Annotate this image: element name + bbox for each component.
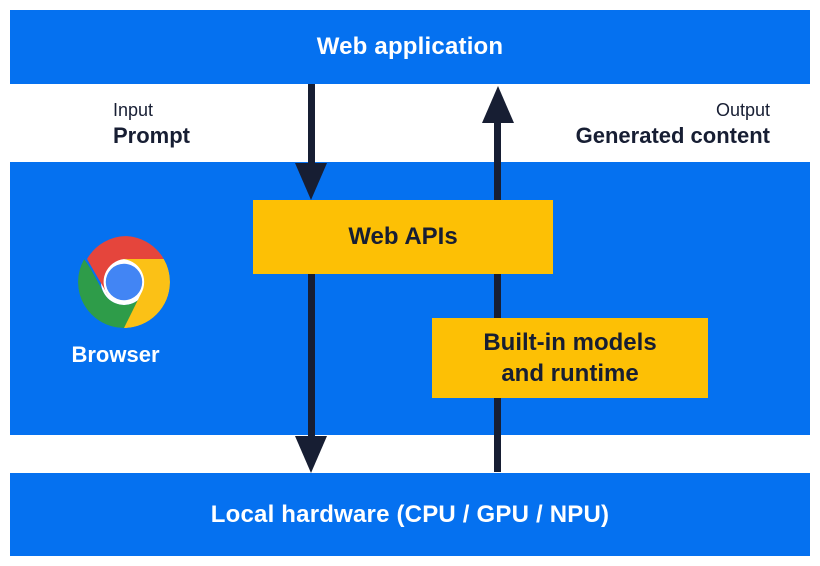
prompt-arrowhead-into-web-apis (295, 163, 327, 200)
input-caption-group: Input Prompt (113, 99, 190, 149)
local-hardware-label: Local hardware (CPU / GPU / NPU) (210, 500, 610, 528)
builtin-models-label-line2: and runtime (501, 360, 639, 387)
local-hardware-band: Local hardware (CPU / GPU / NPU) (10, 473, 810, 556)
web-application-label: Web application (316, 33, 504, 60)
browser-label: Browser (71, 342, 160, 367)
prompt-arrow-line-upper (308, 84, 315, 166)
generated-content-label: Generated content (575, 123, 770, 148)
output-caption-group: Output Generated content (576, 99, 770, 149)
chrome-logo-icon (78, 236, 170, 328)
builtin-models-label-line1: Built-in models (483, 328, 657, 356)
web-application-band: Web application (10, 10, 810, 84)
prompt-arrowhead-into-hardware (295, 436, 327, 473)
generated-content-arrow-line (494, 122, 501, 472)
prompt-arrow-line-lower (308, 274, 315, 437)
web-apis-label: Web APIs (348, 223, 458, 251)
builtin-models-box: Built-in models and runtime (432, 318, 708, 398)
prompt-label: Prompt (113, 123, 190, 148)
generated-content-arrowhead-into-web-application (482, 86, 514, 123)
web-apis-box: Web APIs (253, 200, 553, 274)
output-caption: Output (715, 100, 770, 120)
input-caption: Input (113, 100, 154, 120)
